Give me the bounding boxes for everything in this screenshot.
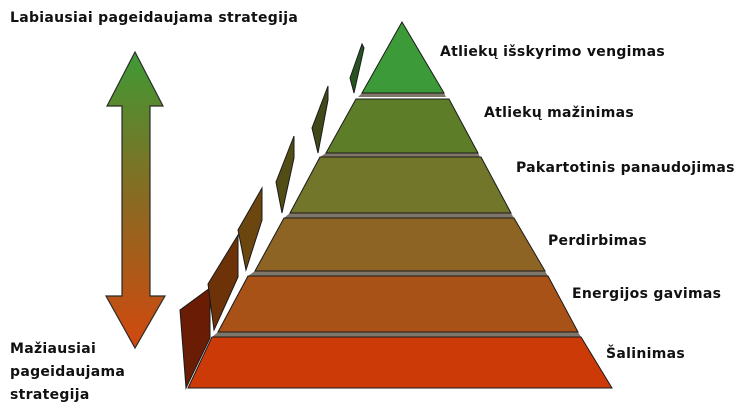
level-4-shape [217, 275, 579, 333]
pyramid-side-faces [179, 42, 365, 390]
most-preferred-label: Labiausiai pageidaujama strategija [10, 10, 299, 26]
level-2-shape [289, 156, 512, 214]
level-1-shape [325, 98, 479, 154]
level-label-disposal: Šalinimas [606, 346, 685, 362]
level-label-minimization: Atliekų mažinimas [484, 105, 634, 121]
least-preferred-label: Mažiausiai pageidaujama strategija [10, 341, 126, 403]
level-label-recycling: Perdirbimas [548, 233, 647, 249]
level-label-energy-recovery: Energijos gavimas [572, 286, 722, 302]
double-arrow-icon [104, 50, 167, 350]
level-0-shape [361, 21, 445, 94]
level-label-reuse: Pakartotinis panaudojimas [516, 160, 735, 176]
level-3-shape [254, 217, 546, 272]
level-label-prevention: Atliekų išskyrimo vengimas [440, 44, 666, 60]
level-5-shape [187, 336, 613, 389]
pyramid-ledges [212, 93, 581, 337]
